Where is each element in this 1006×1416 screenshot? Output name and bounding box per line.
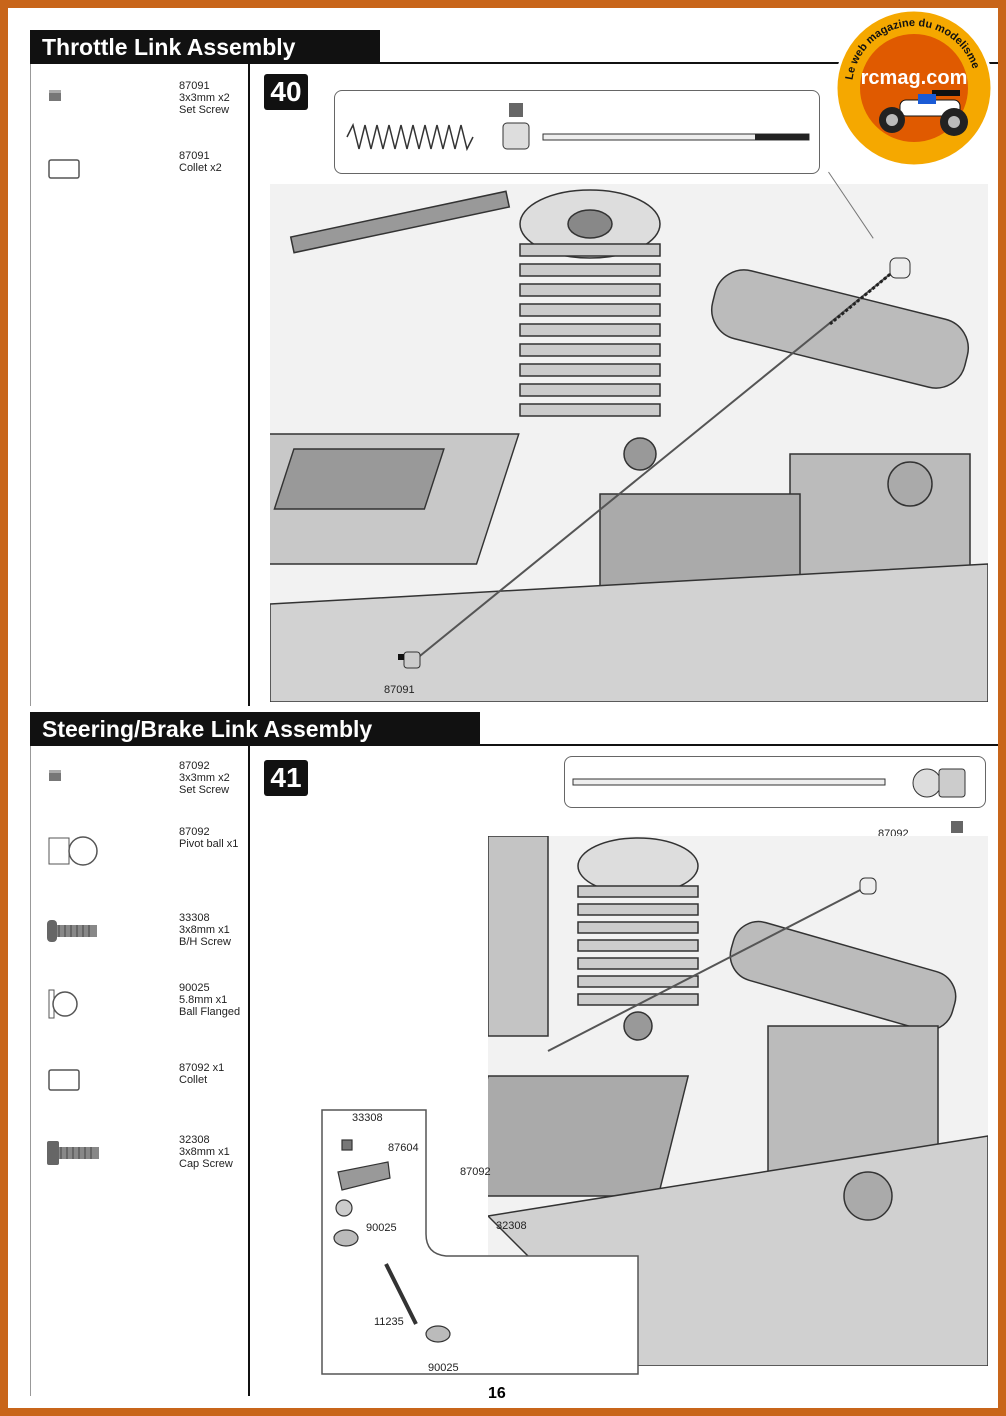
part-code: 33308	[179, 912, 210, 924]
rod-icon	[542, 133, 810, 141]
set-screw-icon	[951, 821, 963, 833]
part-desc: Collet x2	[179, 162, 222, 174]
part-item: 87092 Pivot ball x1	[31, 826, 251, 886]
part-desc: 3x8mm x1	[179, 1146, 230, 1158]
section-steering-brake-link: Steering/Brake Link Assembly 87092 3x3mm…	[8, 708, 998, 1396]
part-code: 87092 x1	[179, 1062, 225, 1074]
part-text: 33308 3x8mm x1 B/H Screw	[179, 912, 231, 948]
button-head-screw-icon	[47, 920, 97, 942]
label-inset-rod: 11235	[374, 1316, 404, 1328]
rcmag-logo: Le web magazine du modelisme rcmag.com	[834, 8, 994, 168]
part-desc: Pivot ball x1	[179, 838, 239, 850]
engine-chassis-illustration	[270, 184, 988, 702]
part-text: 87092 3x3mm x2 Set Screw	[179, 760, 230, 796]
part-text: 90025 5.8mm x1 Ball Flanged	[179, 982, 240, 1018]
part-desc: 3x3mm x2	[179, 772, 230, 784]
page-number: 16	[488, 1385, 506, 1402]
manual-page: Throttle Link Assembly 87091 3x3mm x2 Se…	[8, 8, 998, 1408]
flanged-ball-icon	[48, 989, 78, 1019]
part-desc: 5.8mm x1	[179, 994, 228, 1006]
parts-callout	[334, 90, 820, 174]
label-inset-end: 90025	[428, 1362, 459, 1374]
set-screw-icon	[49, 90, 61, 101]
part-item: 90025 5.8mm x1 Ball Flanged	[31, 982, 251, 1042]
label-inset-ball: 90025	[366, 1222, 397, 1234]
part-desc: Cap Screw	[179, 1158, 233, 1170]
part-code: 87091	[179, 150, 210, 162]
parts-callout	[564, 756, 986, 808]
threaded-rod-icon	[384, 1263, 418, 1325]
part-desc: 3x3mm x2	[179, 92, 230, 104]
rod-icon	[572, 778, 886, 786]
part-code: 87091	[179, 80, 210, 92]
part-code: 87092	[179, 760, 210, 772]
logo-brand: rcmag.com	[861, 67, 968, 89]
pivot-ball-part-icon	[912, 768, 942, 798]
part-item: 87092 3x3mm x2 Set Screw	[31, 760, 251, 820]
collet-icon	[48, 1069, 80, 1091]
part-desc: Collet	[179, 1074, 208, 1086]
step-number: 40	[264, 74, 308, 110]
parts-list: 87092 3x3mm x2 Set Screw 87092 Pivot bal…	[30, 746, 250, 1396]
parts-list: 87091 3x3mm x2 Set Screw 87091 Collet x2	[30, 64, 250, 706]
part-desc: Set Screw	[179, 104, 230, 116]
part-text: 87091 Collet x2	[179, 150, 222, 174]
set-screw-icon	[49, 770, 61, 781]
part-desc: Ball Flanged	[179, 1006, 241, 1018]
collet-part-icon	[502, 103, 530, 150]
part-text: 87092 x1 Collet	[179, 1062, 224, 1086]
part-code: 32308	[179, 1134, 210, 1146]
pivot-ball-icon	[48, 836, 98, 866]
part-text: 32308 3x8mm x1 Cap Screw	[179, 1134, 233, 1170]
spring-icon	[346, 122, 474, 152]
section-title: Throttle Link Assembly	[30, 30, 380, 64]
part-desc: B/H Screw	[179, 936, 231, 948]
steering-link-parts	[572, 768, 966, 798]
label-collet: 87092	[460, 1166, 491, 1178]
label-inset-screw: 33308	[352, 1112, 383, 1124]
part-code: 90025	[179, 982, 210, 994]
label-part-bottom: 87091	[384, 684, 415, 696]
part-desc: Set Screw	[179, 784, 230, 796]
step-number: 41	[264, 760, 308, 796]
part-text: 87092 Pivot ball x1	[179, 826, 238, 850]
section-throttle-link: Throttle Link Assembly 87091 3x3mm x2 Se…	[8, 8, 998, 708]
rod-end-icon	[333, 1229, 359, 1247]
servo-arm-icon	[337, 1161, 391, 1191]
ball-icon	[335, 1199, 353, 1217]
section-title: Steering/Brake Link Assembly	[30, 712, 480, 746]
label-inset-arm: 87604	[388, 1142, 419, 1154]
collet-icon	[48, 159, 80, 179]
title-rule	[480, 744, 998, 746]
part-item: 33308 3x8mm x1 B/H Screw	[31, 912, 251, 972]
throttle-link-parts	[346, 103, 810, 152]
label-cap-screw: 32308	[496, 1220, 527, 1232]
part-item: 87091 3x3mm x2 Set Screw	[31, 80, 251, 140]
screw-icon	[341, 1139, 353, 1151]
linkage-detail-inset	[321, 1109, 639, 1375]
part-text: 87091 3x3mm x2 Set Screw	[179, 80, 230, 116]
part-item: 87091 Collet x2	[31, 150, 251, 210]
title-rule	[380, 62, 998, 64]
cap-screw-icon	[47, 1141, 99, 1165]
rc-car-icon	[879, 90, 968, 136]
rod-end-icon	[425, 1325, 451, 1343]
part-item: 87092 x1 Collet	[31, 1062, 251, 1122]
part-code: 87092	[179, 826, 210, 838]
part-item: 32308 3x8mm x1 Cap Screw	[31, 1134, 251, 1194]
part-desc: 3x8mm x1	[179, 924, 230, 936]
